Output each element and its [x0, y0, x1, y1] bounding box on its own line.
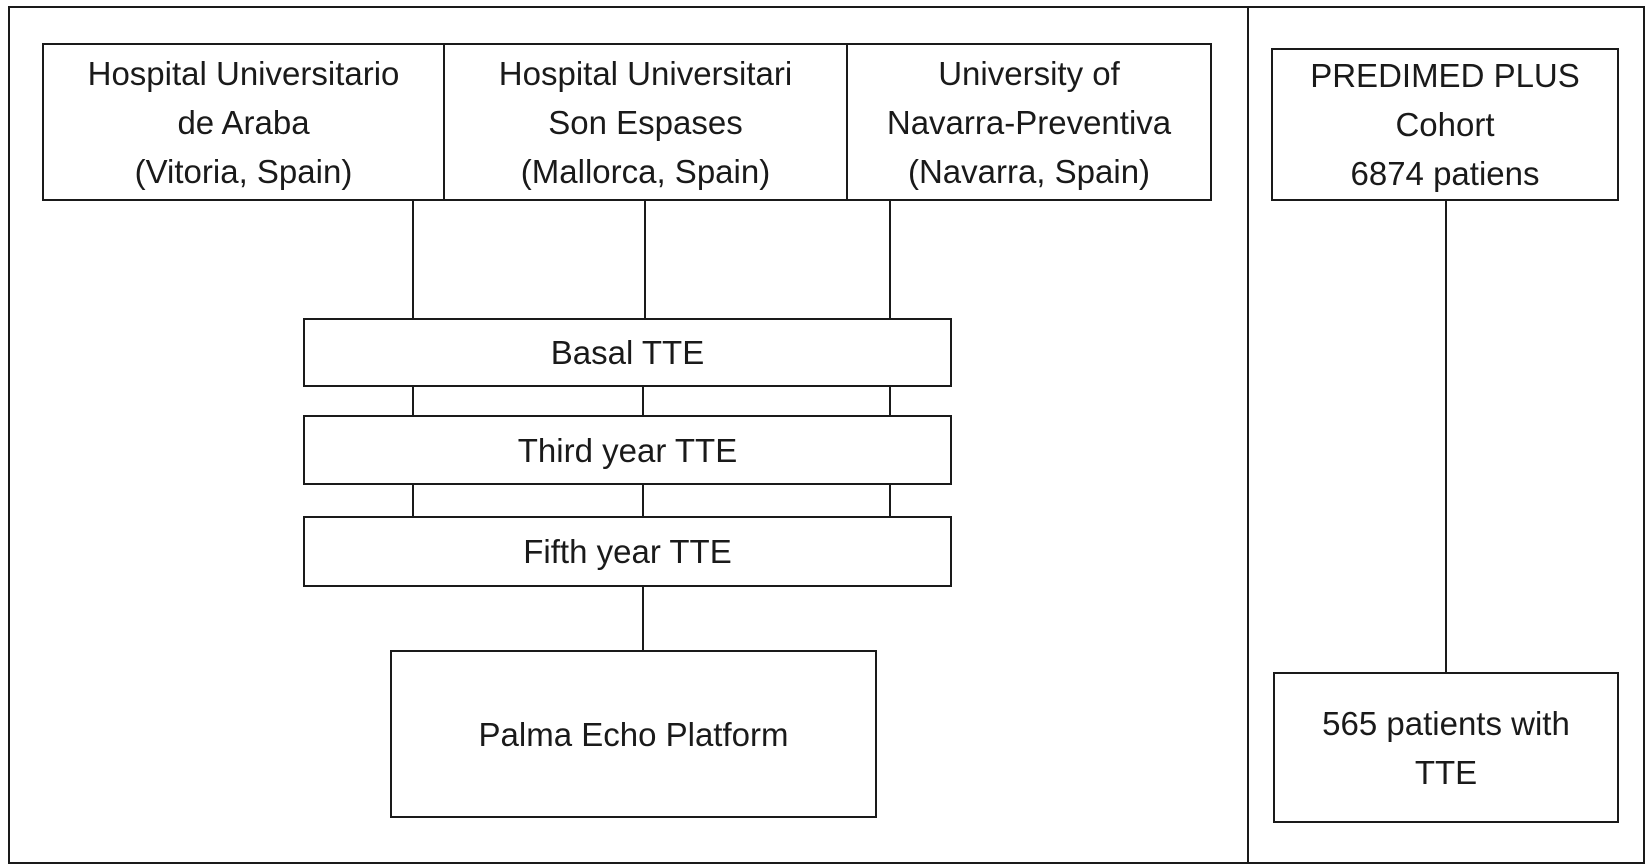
hospital-location: (Mallorca, Spain): [520, 152, 771, 190]
right-panel: [1247, 6, 1645, 864]
connector-line: [412, 484, 414, 518]
connector-line: [1445, 200, 1447, 673]
stage-label: Basal TTE: [550, 334, 705, 371]
hospital-box-navarra: University of Navarra-Preventiva (Navarr…: [846, 43, 1212, 201]
stage-label: Third year TTE: [517, 431, 738, 469]
connector-line: [412, 386, 414, 416]
connector-line: [642, 386, 644, 416]
hospital-box-son-espases: Hospital Universitari Son Espases (Mallo…: [443, 43, 848, 201]
hospital-box-araba: Hospital Universitario de Araba (Vitoria…: [42, 43, 445, 201]
hospital-name: Son Espases: [548, 103, 743, 141]
connector-line: [642, 586, 644, 651]
cohort-label: PREDIMED PLUS: [1310, 57, 1580, 94]
cohort-label: Cohort: [1395, 106, 1495, 143]
platform-label: Palma Echo Platform: [478, 715, 789, 753]
stage-box-fifth-year: Fifth year TTE: [303, 516, 952, 587]
connector-line: [642, 484, 644, 518]
hospital-location: (Navarra, Spain): [907, 152, 1151, 190]
stage-box-basal: Basal TTE: [303, 318, 952, 387]
connector-line: [889, 200, 891, 320]
hospital-name: Hospital Universitari: [498, 54, 793, 92]
connector-line: [412, 200, 414, 320]
hospital-location: (Vitoria, Spain): [134, 152, 353, 190]
result-label: 565 patients with: [1322, 704, 1570, 742]
hospital-name: University of: [938, 54, 1120, 92]
result-box: 565 patients with TTE: [1273, 672, 1619, 823]
result-label: TTE: [1414, 753, 1478, 791]
stage-label: Fifth year TTE: [523, 533, 732, 570]
platform-box: Palma Echo Platform: [390, 650, 877, 818]
hospital-name: Navarra-Preventiva: [886, 103, 1172, 141]
connector-line: [889, 386, 891, 416]
connector-line: [889, 484, 891, 518]
hospital-name: de Araba: [177, 103, 310, 141]
hospital-name: Hospital Universitario: [87, 54, 400, 92]
stage-box-third-year: Third year TTE: [303, 415, 952, 485]
cohort-box: PREDIMED PLUS Cohort 6874 patiens: [1271, 48, 1619, 201]
connector-line: [644, 200, 646, 320]
cohort-count: 6874 patiens: [1350, 155, 1540, 192]
